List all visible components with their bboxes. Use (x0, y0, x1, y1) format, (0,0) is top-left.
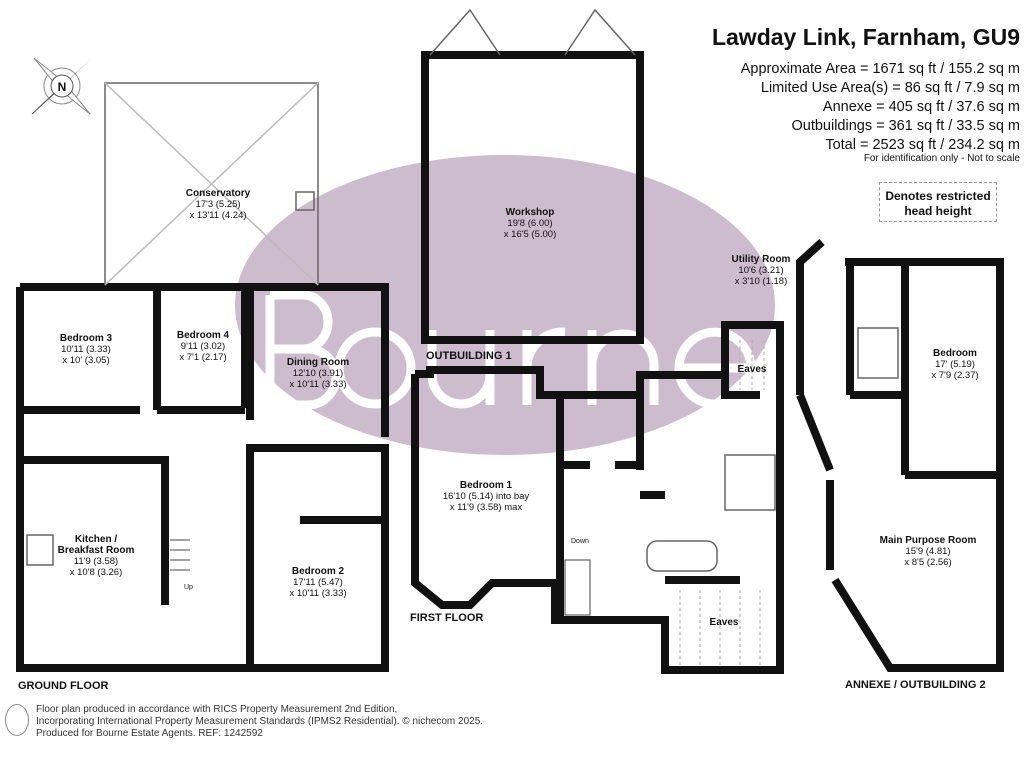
area-line: Total = 2523 sq ft / 234.2 sq m (825, 137, 1020, 153)
conservatory-outline (26, 8, 899, 616)
label-outbuilding-1: OUTBUILDING 1 (426, 350, 512, 362)
label-ground-floor: GROUND FLOOR (18, 680, 109, 692)
footer-line: Floor plan produced in accordance with R… (36, 704, 398, 715)
area-line: Approximate Area = 1671 sq ft / 155.2 sq… (740, 61, 1020, 77)
footer-disclaimer: Floor plan produced in accordance with R… (36, 704, 483, 740)
room-eaves-lower: Eaves (709, 617, 739, 628)
area-line: Limited Use Area(s) = 86 sq ft / 7.9 sq … (760, 80, 1020, 96)
stairs-down-label: Down (571, 538, 589, 545)
restricted-height-hatch (679, 340, 765, 665)
restricted-height-legend: Denotes restricted head height (879, 182, 997, 222)
compass-north-label: N (58, 80, 67, 94)
compass-icon (31, 57, 92, 115)
watermark-ellipse (235, 155, 775, 455)
walls (16, 51, 1004, 674)
label-annexe: ANNEXE / OUTBUILDING 2 (845, 679, 986, 691)
footer-line: Incorporating International Property Mea… (36, 716, 484, 727)
area-summary: Approximate Area = 1671 sq ft / 155.2 sq… (741, 60, 1020, 155)
person-icon (5, 704, 29, 736)
label-first-floor: FIRST FLOOR (410, 612, 484, 624)
page-title: Lawday Link, Farnham, GU9 (711, 24, 1020, 50)
area-line: Annexe = 405 sq ft / 37.6 sq m (822, 99, 1020, 115)
room-eaves-upper: Eaves (737, 364, 767, 375)
footer-line: Produced for Bourne Estate Agents. REF: … (36, 728, 263, 739)
stairs-up-label: Up (184, 584, 193, 591)
scale-note: For identification only - Not to scale (863, 153, 1020, 164)
area-line: Outbuildings = 361 sq ft / 33.5 sq m (791, 118, 1020, 134)
